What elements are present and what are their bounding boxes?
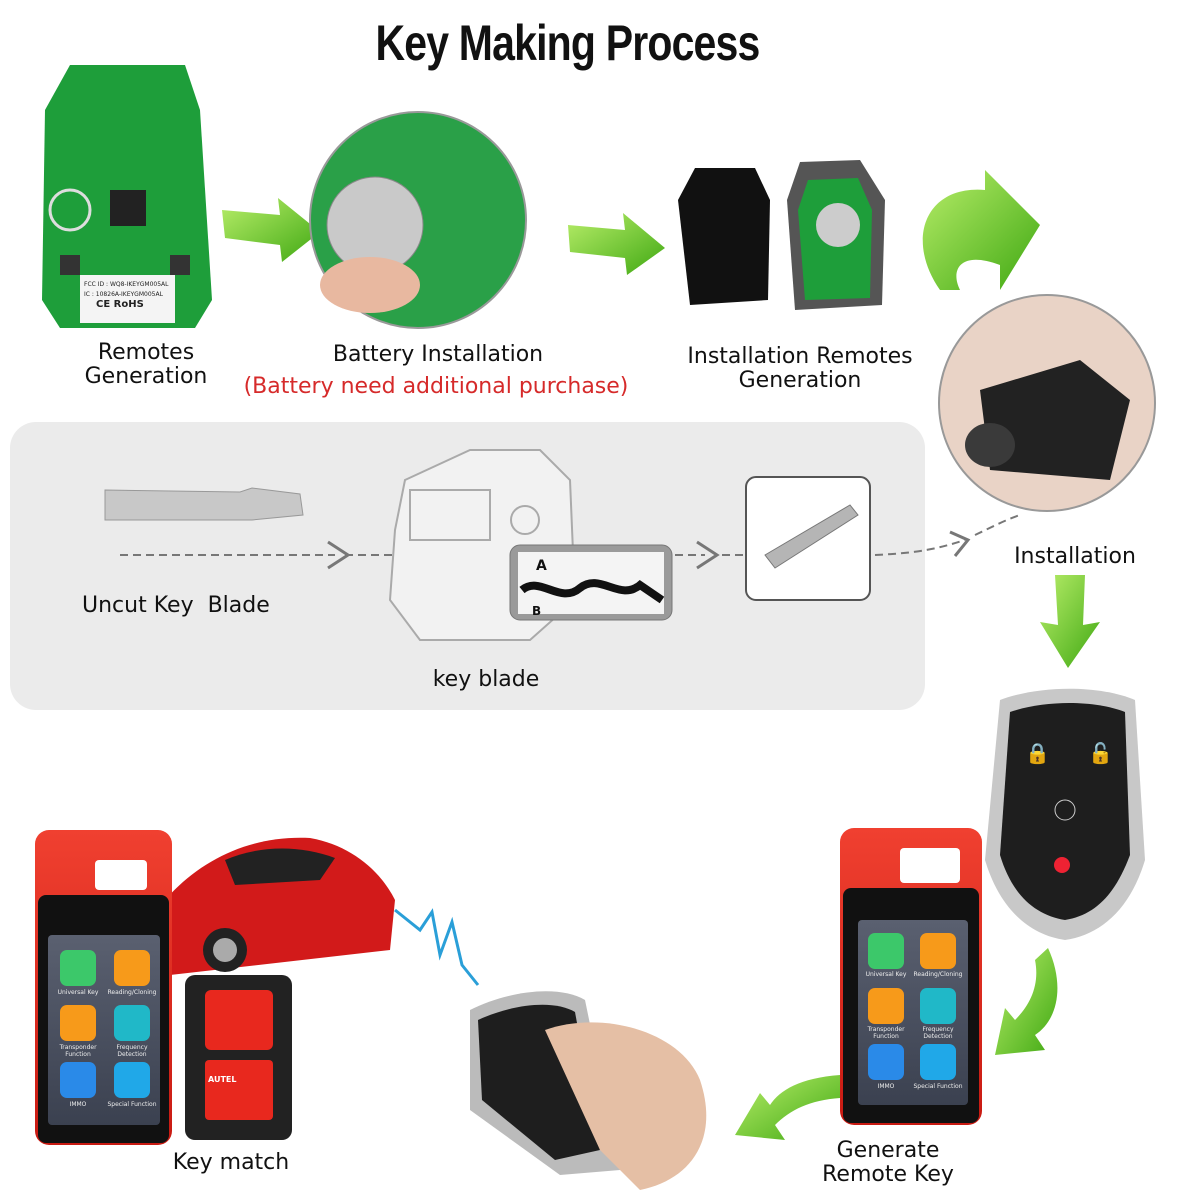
special-function-app-icon: [920, 1044, 956, 1080]
page-title: Key Making Process: [375, 15, 760, 71]
app-label: Special Function: [913, 1083, 963, 1090]
curved-arrow-icon: [922, 170, 1040, 290]
installation-image: [938, 294, 1156, 512]
step-uncut-key-blade: Uncut Key Blade: [82, 593, 270, 618]
arrow-right-icon: [568, 213, 665, 275]
chevron-right-icon: [949, 530, 971, 557]
autel-tablet-left: [35, 830, 172, 1145]
app-label: Universal Key: [57, 989, 99, 996]
immo-app-icon: [60, 1062, 96, 1098]
step-label: Generation: [84, 364, 208, 389]
key-profile-graph: [509, 544, 673, 621]
step-key-blade: key blade: [432, 667, 540, 692]
immo-app-icon: [868, 1044, 904, 1080]
smart-key-fob-image: 🔒 🔓: [985, 688, 1145, 940]
pcb-label: FCC ID : WQ8-IKEYGM005AL IC : 10826A-IKE…: [84, 280, 169, 310]
pcb-board-image: [42, 65, 212, 328]
reading-cloning-app-icon: [114, 950, 150, 986]
svg-text:🔓: 🔓: [1088, 741, 1113, 765]
step-key-match: Key match: [172, 1150, 290, 1175]
app-label: Universal Key: [865, 971, 907, 978]
dashed-flow-line: [120, 514, 1021, 556]
universal-key-app-icon: [60, 950, 96, 986]
pcb-cert-marks: CE RoHS: [96, 299, 144, 310]
step-installation: Installation: [1014, 544, 1136, 569]
special-function-app-icon: [114, 1062, 150, 1098]
step-generate-remote-key: Generate Remote Key: [798, 1139, 978, 1187]
graph-label-a: A: [536, 558, 547, 574]
svg-text:🔒: 🔒: [1025, 741, 1050, 765]
universal-key-app-icon: [868, 933, 904, 969]
arrow-left-icon: [735, 1075, 840, 1140]
app-label: Special Function: [107, 1101, 157, 1108]
chevron-right-icon: [327, 540, 351, 570]
chevron-right-icon: [696, 540, 720, 570]
hand-holding-key-image: [470, 991, 707, 1190]
curved-arrow-icon: [995, 948, 1058, 1055]
arrow-down-icon: [1040, 575, 1100, 668]
frequency-app-icon: [920, 988, 956, 1024]
frequency-app-icon: [114, 1005, 150, 1041]
uncut-key-blade-image: [104, 487, 304, 521]
pcb-ic-id: IC : 10826A-IKEYGM005AL: [84, 291, 163, 298]
obd-dongle-image: [185, 975, 292, 1140]
transponder-app-icon: [60, 1005, 96, 1041]
app-label: IMMO: [69, 1101, 87, 1108]
red-car-image: [165, 837, 395, 975]
reading-cloning-app-icon: [920, 933, 956, 969]
step-label: Remote Key: [822, 1162, 954, 1187]
step-label: Installation Remotes: [687, 344, 913, 369]
wireless-signal-icon: [394, 908, 480, 986]
step-label: Generate: [836, 1138, 940, 1163]
app-label: IMMO: [877, 1083, 895, 1090]
step-label: Remotes: [97, 340, 195, 365]
battery-installation-image: [309, 111, 527, 329]
app-label: Transponder Function: [59, 1044, 97, 1058]
app-label: Transponder Function: [867, 1026, 905, 1040]
dongle-brand: AUTEL: [208, 1075, 237, 1084]
app-label: Reading/Cloning: [913, 971, 963, 978]
graph-label-b: B: [532, 604, 542, 618]
step-remotes-generation: Remotes Generation: [56, 341, 236, 389]
step-label: Generation: [738, 368, 862, 393]
key-shell-images: [678, 160, 885, 310]
step-installation-remotes-generation: Installation Remotes Generation: [660, 345, 940, 393]
battery-purchase-note: (Battery need additional purchase): [243, 374, 629, 399]
pcb-fcc-id: FCC ID : WQ8-IKEYGM005AL: [84, 281, 169, 288]
app-label: Frequency Detection: [922, 1026, 954, 1040]
app-label: Reading/Cloning: [107, 989, 157, 996]
arrow-right-icon: [222, 198, 320, 262]
step-battery-installation: Battery Installation: [332, 342, 544, 367]
app-label: Frequency Detection: [116, 1044, 148, 1058]
cut-key-image: [745, 476, 871, 601]
transponder-app-icon: [868, 988, 904, 1024]
